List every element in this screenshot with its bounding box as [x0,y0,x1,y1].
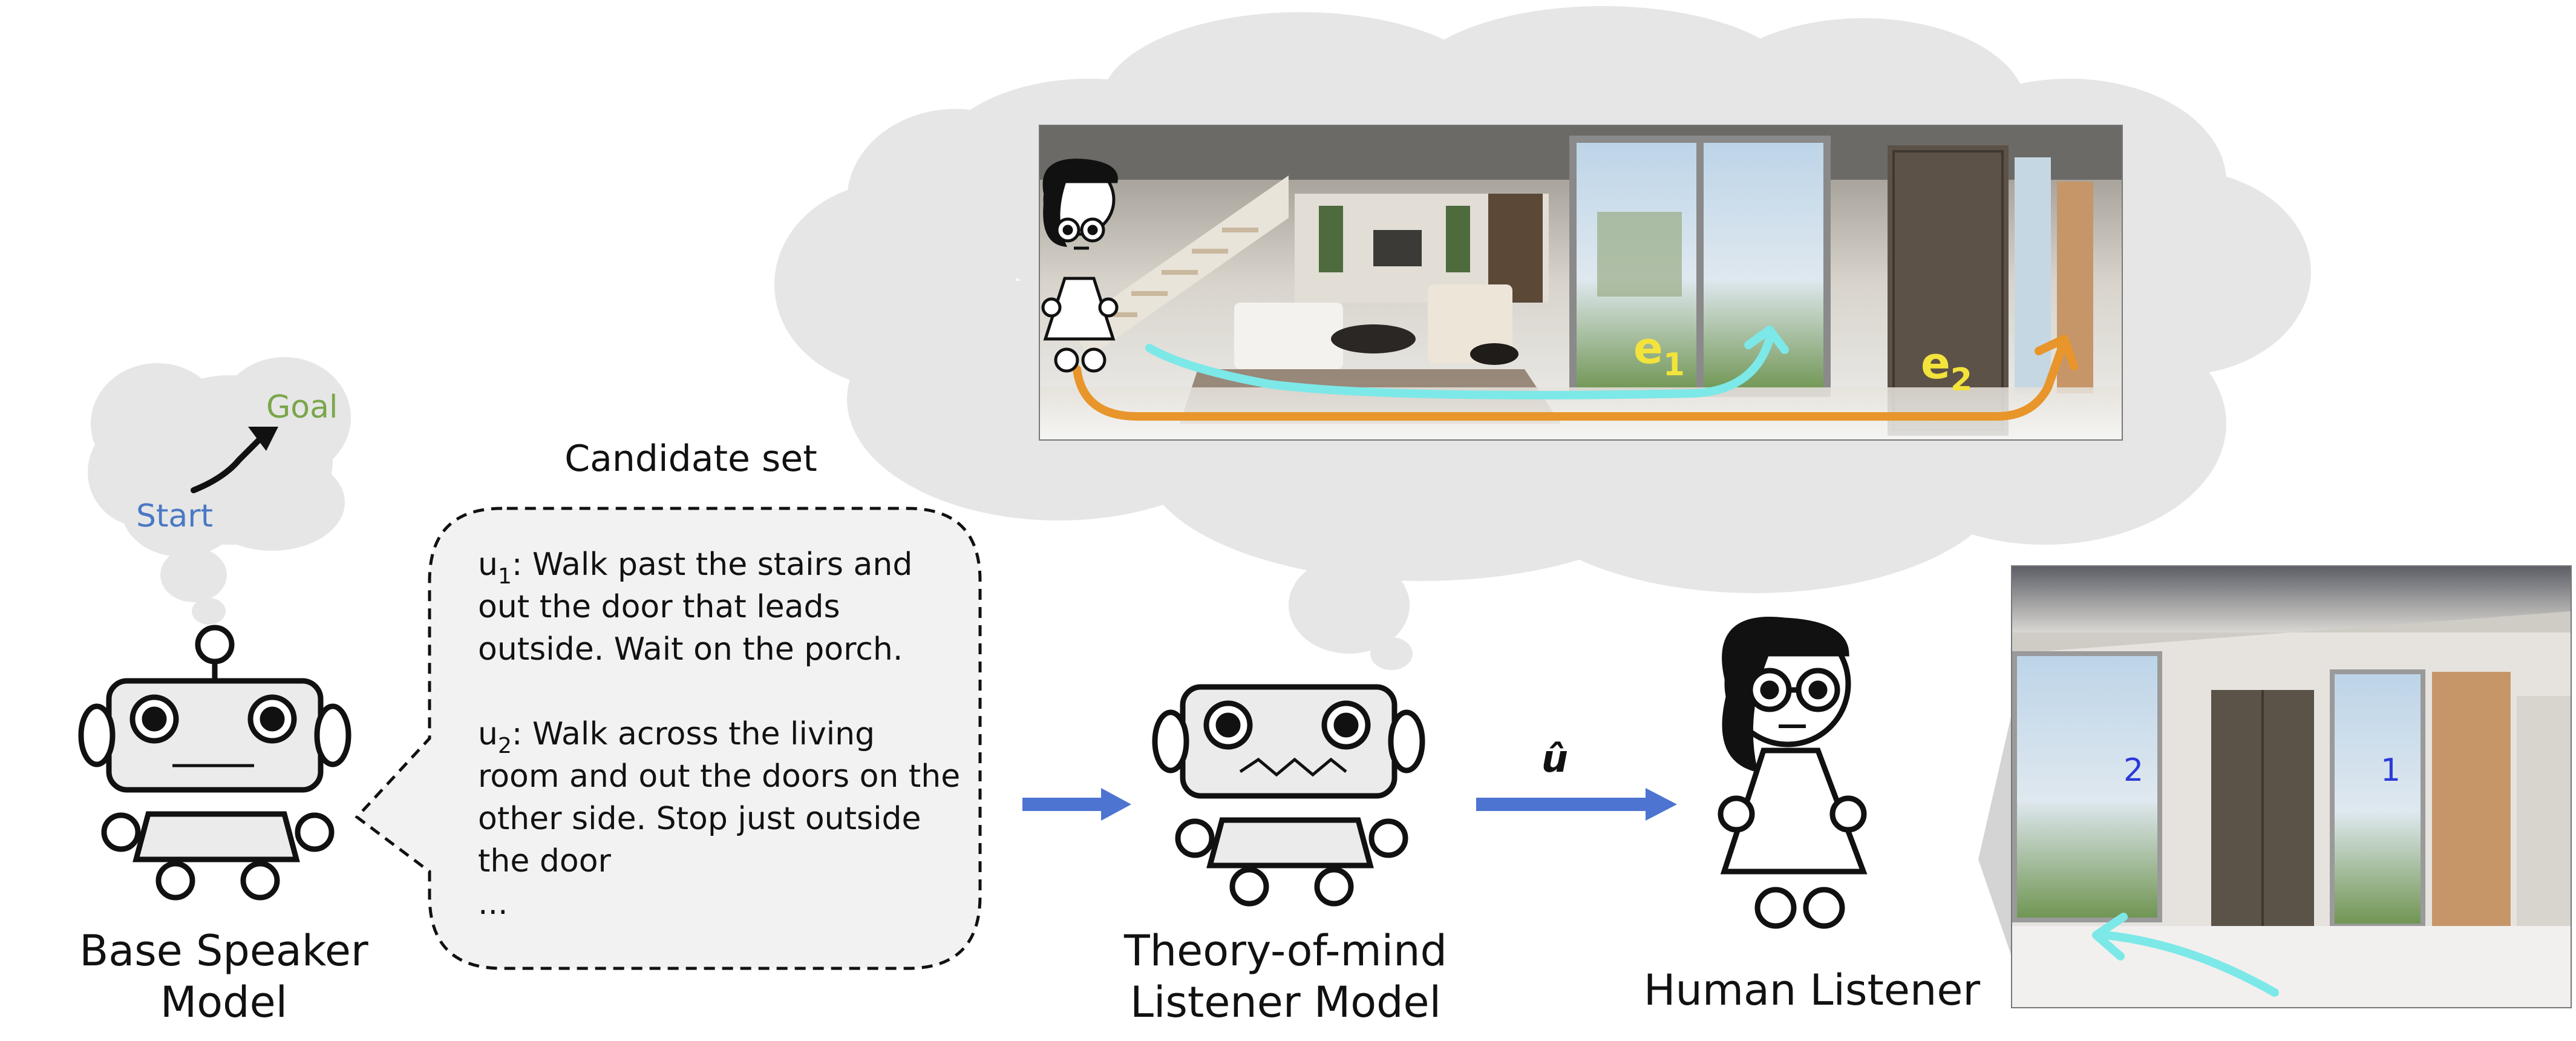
candidate-set-box [355,507,982,970]
selected-utterance-symbol: û [1541,737,1568,781]
flow-arrow-to-tom [1022,788,1131,821]
start-label: Start [136,498,213,534]
candidate-u1-line1: u1: Walk past the stairs and [478,547,912,589]
candidate-u2-line3: other side. Stop just outside [478,801,921,837]
view-marker-left: 2 [2123,752,2143,789]
panorama-photo [1039,125,2123,441]
candidate-set-title: Candidate set [564,438,817,480]
path-e1-arrow [1145,326,1789,399]
tom-listener-label-line1: Theory-of-mind [1123,926,1447,976]
start-goal-arrow [191,427,278,493]
candidate-u2-line4: the door [478,843,612,879]
flow-arrow-to-human [1476,788,1677,821]
goal-label: Goal [266,389,338,425]
tom-listener-label-line2: Listener Model [1130,977,1441,1027]
tom-listener-robot-icon [1152,684,1425,907]
e1-label: e1 [1633,323,1685,383]
human-listener-label: Human Listener [1644,965,1981,1015]
e2-label: e2 [1921,338,1972,398]
candidate-ellipsis: ... [478,885,508,922]
path-e2-arrow [1073,335,2078,421]
candidate-u1-line3: outside. Wait on the porch. [478,631,903,668]
candidate-u2-line2: room and out the doors on the [478,758,960,795]
base-speaker-label-line1: Base Speaker [79,926,368,976]
candidate-u1-line2: out the door that leads [478,589,840,625]
view-cone [1978,714,2012,956]
human-listener-icon [1718,617,1868,929]
view-path-arrow [2092,913,2279,997]
base-speaker-label-line2: Model [160,977,287,1027]
speaker-thought-cloud-small [88,357,351,625]
view-marker-right: 1 [2381,752,2401,789]
panorama-girl-icon [1041,159,1119,373]
candidate-u2-line1: u2: Walk across the living [478,716,875,758]
human-view-photo [2011,565,2572,1008]
base-speaker-robot-icon [78,625,351,901]
